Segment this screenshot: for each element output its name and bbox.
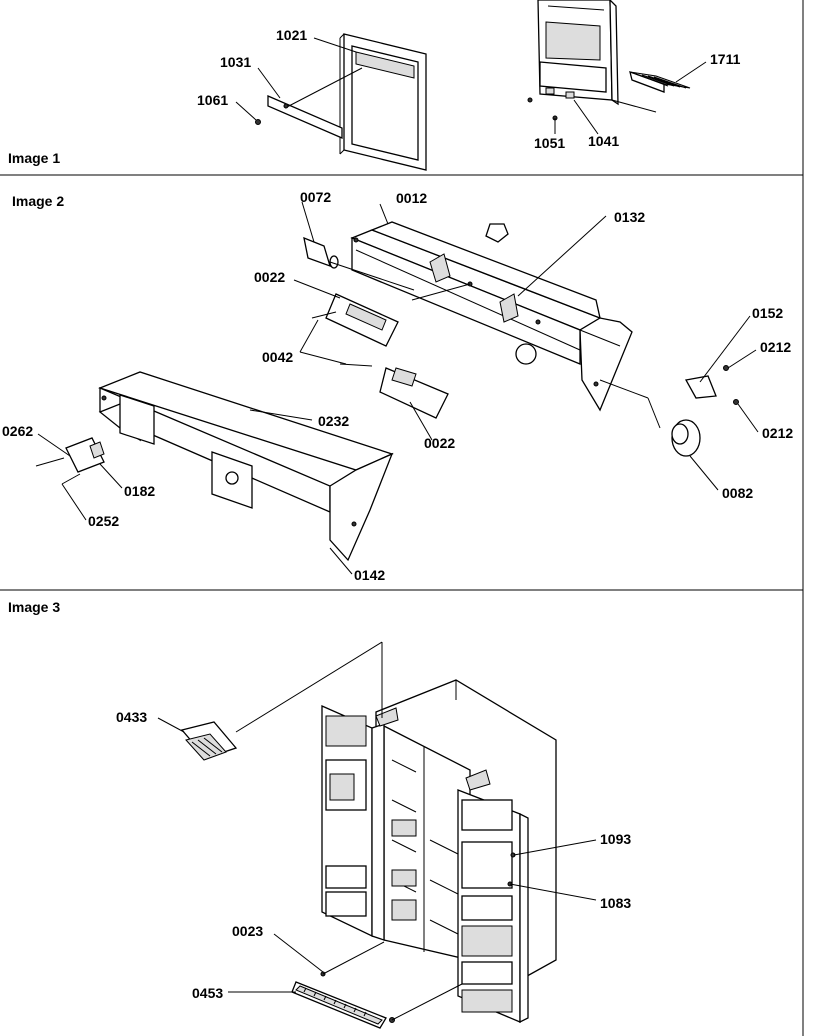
switch-0072 [303, 236, 331, 268]
callout-0152: 0152 [752, 305, 783, 321]
image-3-leaders [157, 641, 597, 1021]
clip-0152 [684, 375, 717, 399]
callout-1031: 1031 [220, 54, 251, 70]
section-title-image-2: Image 2 [12, 193, 64, 209]
image-1-leaders [235, 37, 707, 135]
callout-1051: 1051 [534, 135, 565, 151]
callout-1711: 1711 [710, 51, 741, 67]
callout-0232: 0232 [318, 413, 349, 429]
image-2-parts [35, 221, 739, 562]
callout-1093: 1093 [600, 831, 631, 847]
fresh-food-door [457, 789, 529, 1024]
dispenser-trim-frame [339, 33, 427, 171]
callout-0433: 0433 [116, 709, 147, 725]
dispenser-housing [537, 0, 619, 106]
callout-0262: 0262 [2, 423, 33, 439]
image-1-parts [255, 0, 691, 171]
callout-0023: 0023 [232, 923, 263, 939]
screw-1061 [283, 103, 289, 109]
callout-1041: 1041 [588, 133, 619, 149]
section-title-image-1: Image 1 [8, 150, 60, 166]
callout-0212-lower: 0212 [762, 425, 793, 441]
callout-0042: 0042 [262, 349, 293, 365]
callout-0182: 0182 [124, 483, 155, 499]
screw-0252 [61, 473, 81, 485]
callout-0012: 0012 [396, 190, 427, 206]
hinge-cover-0433 [180, 721, 238, 761]
callout-0252: 0252 [88, 513, 119, 529]
toe-grille-0453 [291, 981, 387, 1029]
upper-bracket [350, 221, 633, 412]
callout-0453: 0453 [192, 985, 223, 1001]
callout-0212-upper: 0212 [760, 339, 791, 355]
callout-0072: 0072 [300, 189, 331, 205]
callout-0082: 0082 [722, 485, 753, 501]
screw-0262 [35, 457, 65, 467]
callout-0022-lower: 0022 [424, 435, 455, 451]
callout-0132: 0132 [614, 209, 645, 225]
image-2-leaders [37, 201, 759, 575]
callout-0142: 0142 [354, 567, 385, 583]
trim-strip [267, 95, 343, 139]
section-title-image-3: Image 3 [8, 599, 60, 615]
screw-0042-a [311, 311, 337, 319]
freezer-door [321, 705, 385, 941]
hex-nut [485, 223, 509, 243]
screw-0042-b [339, 363, 373, 367]
callout-1021: 1021 [276, 27, 307, 43]
callout-1061: 1061 [197, 92, 228, 108]
image-3-parts [180, 679, 557, 1029]
callout-1083: 1083 [600, 895, 631, 911]
lower-bracket [98, 371, 394, 562]
callout-0022-upper: 0022 [254, 269, 285, 285]
